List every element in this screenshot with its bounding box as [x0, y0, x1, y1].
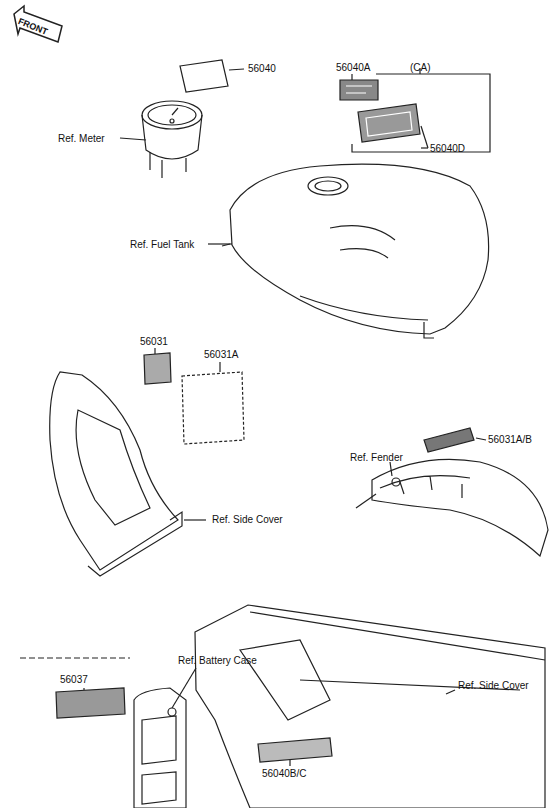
- sticker-56031A: [219, 362, 220, 372]
- meter: [142, 115, 202, 159]
- side-cover-right: [240, 640, 330, 720]
- fuel-tank: [300, 296, 434, 338]
- sticker-56031: [144, 348, 171, 384]
- ca-bracket: [421, 147, 428, 148]
- battery-case: [134, 688, 186, 808]
- sticker-56040D: [358, 104, 420, 142]
- ca-bracket: [352, 74, 490, 152]
- battery-case: [168, 708, 176, 716]
- sticker-56040A: [346, 86, 372, 93]
- battery-case: [172, 668, 196, 708]
- sticker-56040B/C: [289, 760, 290, 766]
- fuel-tank: [308, 177, 348, 195]
- sticker-56037: [20, 657, 130, 658]
- meter: [142, 101, 202, 178]
- sticker-56031A/B: [476, 438, 486, 440]
- fender: [380, 476, 470, 498]
- callout-number: 56040D: [430, 143, 465, 154]
- sticker-56040D: [366, 112, 412, 136]
- callout-number: 56040B/C: [262, 768, 306, 779]
- sticker-56031A/B: [424, 428, 486, 452]
- part-name: Ref. Side Cover: [458, 680, 529, 691]
- battery-case: [134, 668, 196, 808]
- sticker-56037: [83, 688, 84, 690]
- callout-number: 56040: [248, 63, 276, 74]
- side-cover-left: [88, 512, 182, 576]
- sticker-56040B/C: [258, 738, 332, 762]
- model-code: (CA): [410, 62, 431, 73]
- part-name: Ref. Side Cover: [212, 514, 283, 525]
- sticker-56031A: [182, 372, 244, 444]
- part-name: Ref. Meter: [58, 133, 105, 144]
- sticker-56037: [20, 658, 130, 718]
- side-cover-left: [184, 519, 206, 520]
- callout-number: 56031A: [204, 349, 238, 360]
- fuel-tank: [315, 181, 341, 191]
- sticker-56040A: [340, 80, 378, 100]
- sticker-56037: [56, 688, 125, 718]
- sticker-56040D: [358, 104, 428, 148]
- callout-number: 56031: [140, 336, 168, 347]
- fuel-tank: [222, 164, 489, 338]
- battery-case: [142, 716, 176, 804]
- sticker-56040D: [421, 126, 428, 148]
- leader-lines: [120, 138, 146, 140]
- sticker-56040: [180, 60, 228, 92]
- side-cover-right: [195, 605, 545, 808]
- sticker-56040A: [351, 74, 352, 80]
- side-cover-right: [446, 690, 455, 694]
- fuel-tank: [330, 226, 395, 258]
- leader-lines: [208, 243, 232, 244]
- side-cover-right: [250, 612, 545, 690]
- fender: [372, 459, 548, 556]
- meter: [148, 105, 196, 125]
- sticker-56040B/C: [258, 738, 332, 766]
- leader-lines: [120, 138, 232, 244]
- ca-bracket: [352, 68, 490, 152]
- meter: [170, 119, 174, 123]
- sticker-56031: [154, 348, 155, 354]
- sticker-56040A: [340, 74, 378, 100]
- callout-number: 56037: [60, 674, 88, 685]
- meter: [150, 152, 186, 178]
- fender: [390, 462, 392, 476]
- side-cover-left: [50, 372, 206, 576]
- sticker-56031A: [182, 362, 244, 444]
- front-arrow: [14, 6, 62, 42]
- front-arrow: [14, 6, 62, 42]
- side-cover-left: [76, 410, 150, 525]
- fender: [356, 459, 548, 556]
- fuel-tank: [230, 164, 489, 334]
- meter: [172, 108, 178, 115]
- meter: [142, 101, 202, 129]
- fender: [392, 478, 400, 486]
- callout-number: 56040A: [336, 62, 370, 73]
- part-name: Ref. Fuel Tank: [130, 239, 194, 250]
- sticker-56031A/B: [424, 428, 474, 452]
- sticker-56031: [144, 353, 171, 384]
- side-cover-right: [195, 605, 545, 808]
- sticker-56040: [229, 69, 244, 70]
- part-name: Ref. Battery Case: [178, 655, 257, 666]
- callout-number: 56031A/B: [488, 434, 532, 445]
- fender: [356, 494, 376, 508]
- part-name: Ref. Fender: [350, 452, 403, 463]
- sticker-56040: [180, 60, 244, 92]
